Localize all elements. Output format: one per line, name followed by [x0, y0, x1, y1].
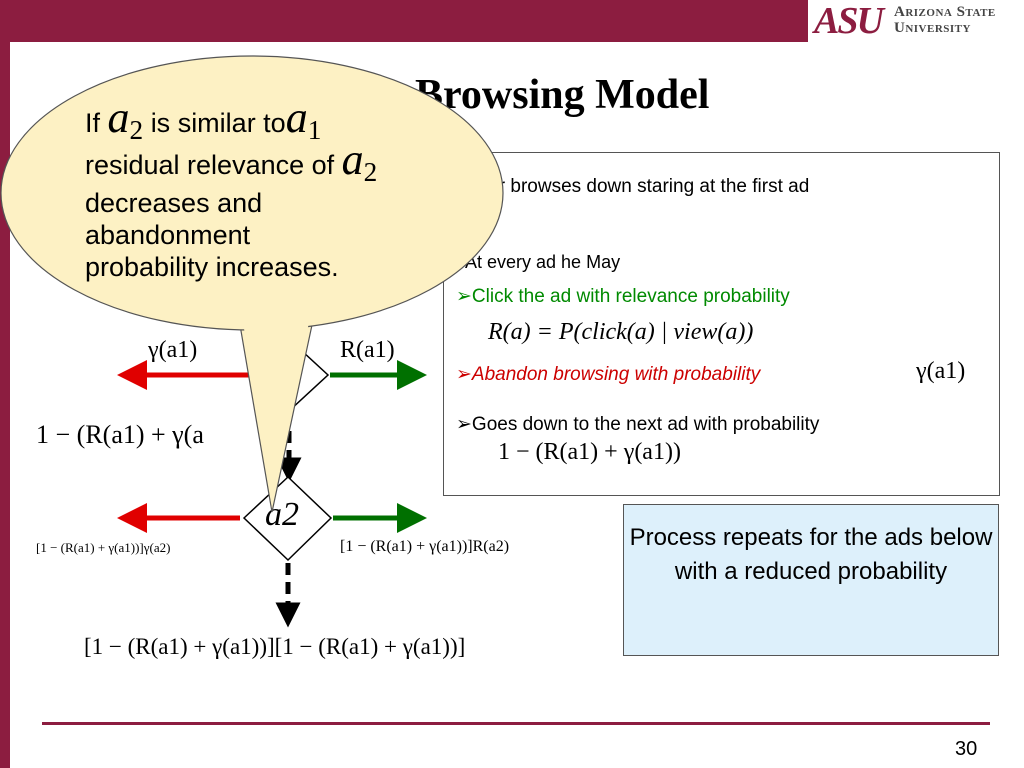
left-band	[0, 0, 10, 768]
slide-number: 30	[955, 738, 978, 760]
callout-line4: abandonment	[85, 219, 251, 250]
callout-a2-symbol: a2	[107, 93, 144, 145]
footer-rule	[42, 722, 990, 725]
callout-residual: residual relevance of	[85, 149, 335, 180]
next-formula: 1 − (R(a1) + γ(a1))	[498, 439, 681, 465]
bullet-click: ➢Click the ad with relevance probability	[456, 286, 790, 308]
callout-text: If a2 is similar toa1 residual relevance…	[85, 96, 377, 283]
callout-line3: decreases and	[85, 187, 263, 218]
bullet-marker: ➢	[456, 286, 472, 307]
click-label-bottom: [1 − (R(a1) + γ(a1))]R(a2)	[340, 538, 510, 555]
bullet-abandon: ➢Abandon browsing with probability	[456, 364, 760, 386]
abandon-label-bottom: [1 − (R(a1) + γ(a1))]γ(a2)	[36, 540, 171, 555]
callout-a2-symbol-2: a2	[341, 134, 378, 187]
abandon-label-top: γ(a1)	[148, 337, 198, 363]
process-repeat-box: Process repeats for the ads below with a…	[623, 504, 999, 656]
relevance-formula: R(a) = P(click(a) | view(a))	[488, 319, 754, 345]
bullet-at-every-ad: At every ad he May	[465, 252, 621, 272]
bullet-next-text: Goes down to the next ad with probabilit…	[471, 414, 820, 435]
bullet-browse: User browses down staring at the first a…	[465, 176, 810, 197]
bullet-click-text: Click the ad with relevance probability	[471, 286, 790, 307]
slide-title: Browsing Model	[415, 72, 710, 118]
logo-name-line1: Arizona State	[894, 4, 996, 20]
bullet-next: ➢Goes down to the next ad with probabili…	[456, 414, 819, 436]
callout-a1-symbol: a1	[285, 93, 322, 145]
logo-area	[808, 0, 1024, 42]
bullet-marker: ➢	[456, 364, 472, 385]
callout-similar: is similar to	[150, 108, 286, 138]
process-repeat-text: Process repeats for the ads below with a…	[629, 524, 993, 585]
callout-line5: probability increases.	[85, 251, 339, 282]
asu-logo-mark: ASU	[814, 0, 884, 42]
click-label-top: R(a1)	[340, 337, 395, 363]
continue-label-top: 1 − (R(a1) + γ(a	[36, 420, 204, 449]
bullet-marker: ➢	[456, 414, 472, 435]
abandon-formula: γ(a1)	[916, 358, 966, 384]
logo-name-line2: University	[894, 20, 971, 36]
content-box	[443, 152, 1000, 496]
callout-if: If	[85, 108, 101, 138]
callout-line1: If a2 is similar toa1	[85, 96, 377, 145]
callout-line2: residual relevance of a2	[85, 137, 377, 186]
bullet-abandon-text: Abandon browsing with probability	[471, 364, 761, 385]
continue-label-bottom: [1 − (R(a1) + γ(a1))][1 − (R(a1) + γ(a1)…	[84, 634, 466, 659]
